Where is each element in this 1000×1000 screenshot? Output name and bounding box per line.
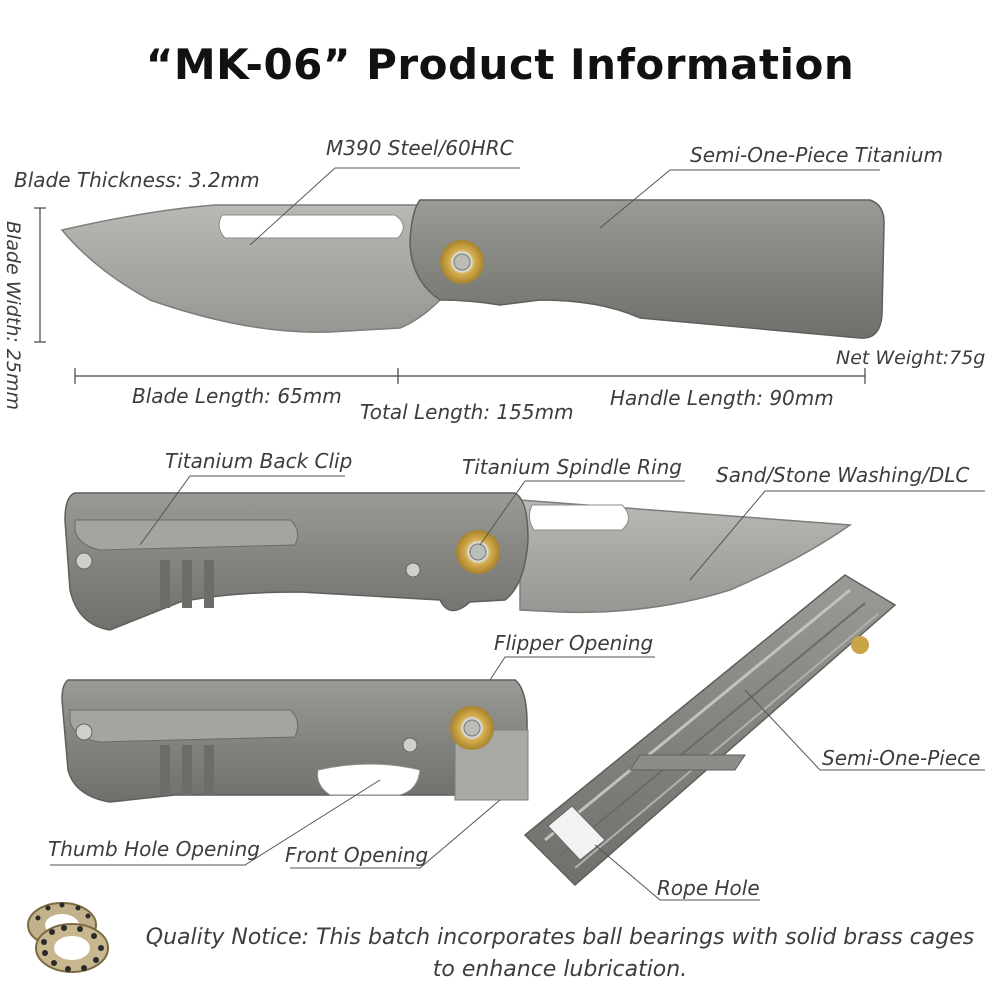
knife-closed [61,679,529,803]
handle-length-label: Handle Length: 90mm [610,386,834,410]
quality-notice-line-2: to enhance lubrication. [432,957,688,982]
blade-thumb-hole [218,214,404,239]
dimension-lines [34,207,866,384]
back-clip-label: Titanium Back Clip [165,449,353,473]
ball-bearings-image [27,902,109,973]
blade-width-label: Blade Width: 25mm [2,221,24,410]
spindle-ring-label: Titanium Spindle Ring [462,455,682,479]
handle-top [409,199,885,339]
net-weight-label: Net Weight:75g [836,347,986,369]
quality-notice: Quality Notice: This batch incorporates … [120,922,1000,986]
quality-notice-line-1: Quality Notice: This batch incorporates … [145,925,975,950]
flipper-label: Flipper Opening [494,631,654,655]
blade-thickness-label: Blade Thickness: 3.2mm [14,168,260,192]
blade-length-label: Blade Length: 65mm [132,384,342,408]
front-opening-label: Front Opening [285,843,429,867]
knife-spine-view [523,574,897,887]
thumb-hole-closed [317,763,421,796]
steel-label: M390 Steel/60HRC [326,136,514,160]
thumb-hole-label: Thumb Hole Opening [48,837,260,861]
leader-lines [50,167,985,901]
semi-one-piece-label: Semi-One-Piece [822,746,981,770]
rope-hole-slot [547,805,606,861]
handle-material-label: Semi-One-Piece Titanium [690,143,944,167]
finish-label: Sand/Stone Washing/DLC [716,463,970,487]
page-title: “MK-06” Product Information [145,40,855,89]
rope-hole-label: Rope Hole [657,876,760,900]
blade-middle-hole [528,504,629,531]
back-clip-middle [74,519,299,551]
back-clip-closed [69,709,299,743]
spine-clip [629,754,746,771]
total-length-label: Total Length: 155mm [360,400,574,424]
knife-open-top [60,199,885,339]
knife-open-middle [64,492,853,631]
